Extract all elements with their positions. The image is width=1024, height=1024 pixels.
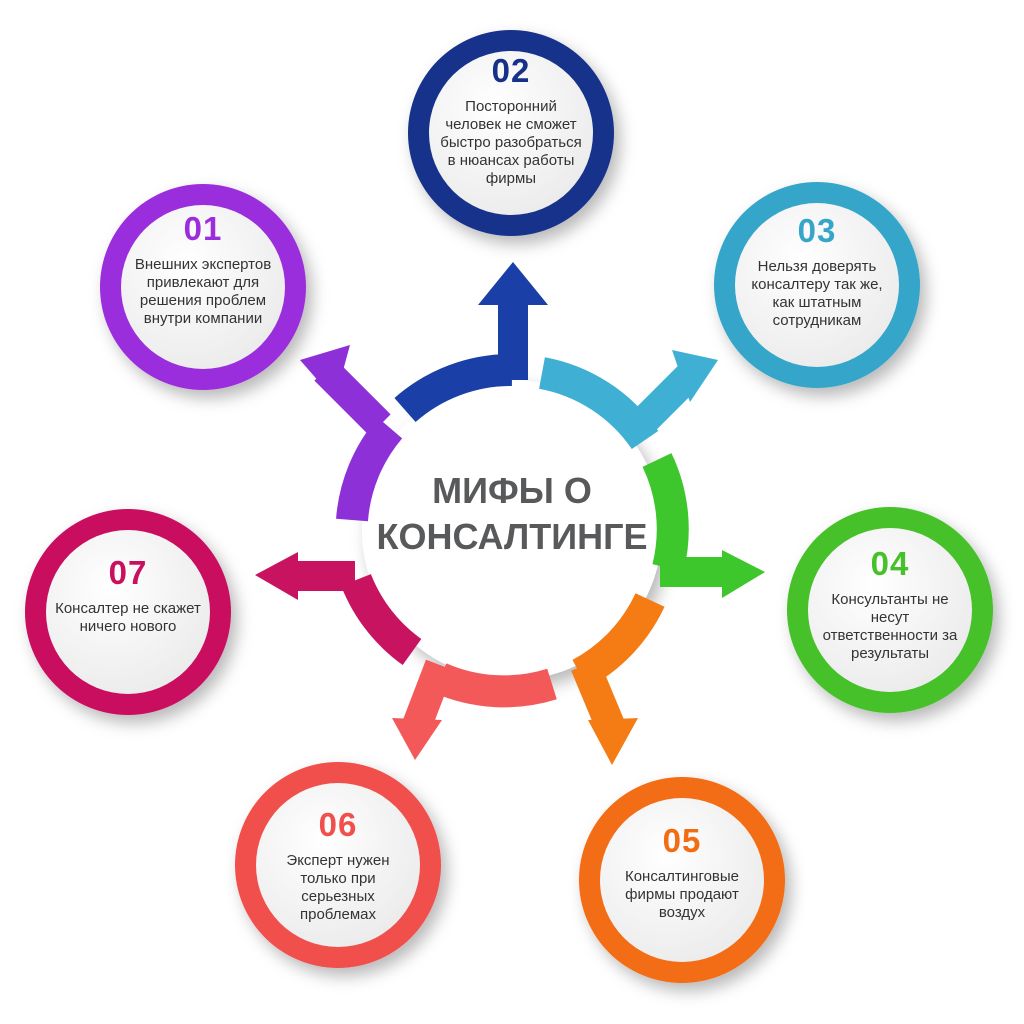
node-05: [579, 777, 785, 983]
node-number: 06: [318, 806, 358, 843]
title-line-2: КОНСАЛТИНГЕ: [376, 516, 648, 557]
node-04-label: 04 Консультанты не несут ответственности…: [815, 545, 965, 663]
arrow-02-head: [478, 262, 548, 305]
node-05-label: 05 Консалтинговые фирмы продают воздух: [607, 822, 757, 922]
arrow-05-head: [588, 718, 638, 765]
node-02: [408, 30, 614, 236]
node-number: 03: [797, 212, 837, 249]
node-01-label: 01 Внешних экспертов привлекают для реше…: [128, 210, 278, 328]
node-number: 01: [183, 210, 223, 247]
node-03-label: 03 Нельзя доверять консалтеру так же, ка…: [742, 212, 892, 330]
node-01: [100, 184, 306, 390]
node-text: Нельзя доверять консалтеру так же, как ш…: [751, 258, 883, 329]
node-number: 07: [108, 554, 148, 591]
arrow-03-arc: [538, 357, 659, 450]
arrow-04-head: [722, 550, 765, 598]
node-04: [787, 507, 993, 713]
arrow-07-arc: [341, 573, 422, 666]
diagram-title: МИФЫ О КОНСАЛТИНГЕ: [362, 468, 662, 560]
node-07: [25, 509, 231, 715]
arrow-03-head: [672, 350, 718, 402]
arrow-07-head: [255, 552, 298, 600]
title-line-1: МИФЫ О: [432, 470, 592, 511]
node-06-label: 06 Эксперт нужен только при серьезных пр…: [263, 806, 413, 924]
center-hub: [362, 380, 662, 680]
node-03: [714, 182, 920, 388]
arrow-01-arc: [336, 417, 403, 522]
arrow-heads: [255, 262, 765, 765]
node-text: Консалтинговые фирмы продают воздух: [624, 868, 740, 921]
node-text: Внешних экспертов привлекают для решения…: [134, 256, 272, 327]
node-number: 05: [662, 822, 702, 859]
node-text: Консультанты не несут ответственности за…: [822, 591, 958, 662]
node-number: 02: [491, 52, 531, 89]
node-number: 04: [870, 545, 910, 582]
arrow-04-arc: [642, 453, 689, 572]
node-text: Консалтер не скажет ничего нового: [55, 600, 201, 635]
node-06: [235, 762, 441, 968]
node-07-label: 07 Консалтер не скажет ничего нового: [53, 554, 203, 636]
node-02-label: 02 Посторонний человек не сможет быстро …: [436, 52, 586, 188]
arrow-06-arc: [433, 663, 557, 708]
node-text: Посторонний человек не сможет быстро раз…: [440, 98, 582, 187]
node-text: Эксперт нужен только при серьезных пробл…: [286, 852, 390, 923]
